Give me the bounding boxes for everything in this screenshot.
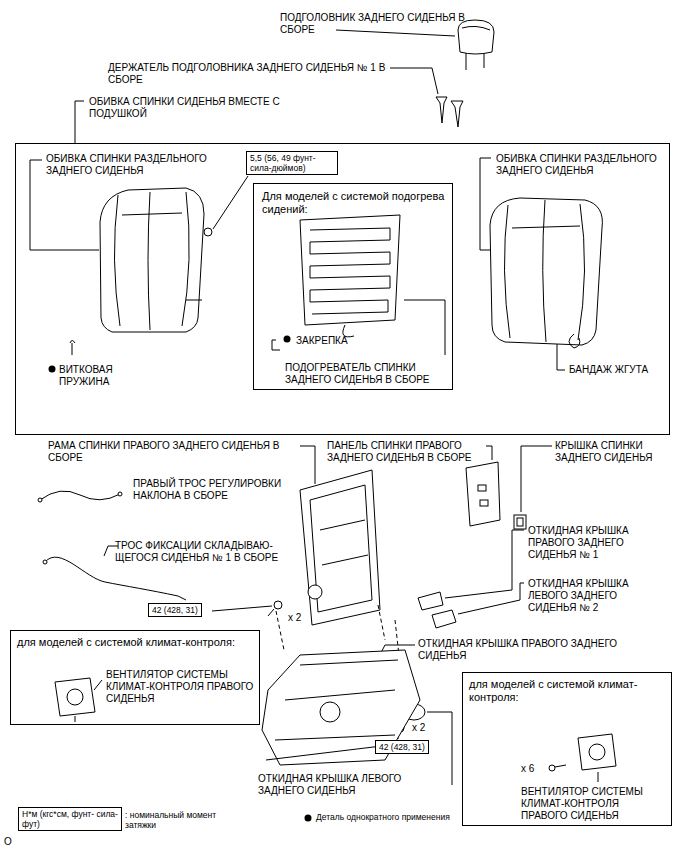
- part-label: ПОДГОЛОВНИК ЗАДНЕГО СИДЕНЬЯ В СБОРЕ: [280, 12, 475, 36]
- part-label: ВЕНТИЛЯТОР СИСТЕМЫ КЛИМАТ-КОНТРОЛЯ ПРАВО…: [106, 669, 256, 705]
- quantity-mark: x 2: [412, 722, 442, 734]
- part-label: ОТКИДНАЯ КРЫШКА ЛЕВОГО ЗАДНЕГО СИДЕНЬЯ №…: [528, 578, 658, 614]
- legend-text: Деталь однократного применения: [316, 812, 456, 822]
- headrest: [458, 20, 494, 70]
- blower-left: [55, 678, 95, 722]
- box-heading: 42 (428, 31): [152, 605, 198, 615]
- part-label: ОТКИДНАЯ КРЫШКА ПРАВОГО ЗАДНЕГО СИДЕНЬЯ …: [528, 525, 658, 561]
- legend-bullet: [305, 815, 312, 822]
- box-heading: Н*м (кгс*см, фунт- сила-фут): [22, 809, 118, 829]
- part-label: x 6: [521, 763, 551, 775]
- part-label: ПРАВЫЙ ТРОС РЕГУЛИРОВКИ НАКЛОНА В СБОРЕ: [133, 478, 313, 502]
- part-label: ТРОС ФИКСАЦИИ СКЛАДЫВАЮ- ЩЕГОСЯ СИДЕНЬЯ …: [115, 540, 305, 564]
- fold-lock-cable: [43, 557, 186, 600]
- box-heading: Для моделей с системой подогрева сидений…: [262, 190, 447, 216]
- seatback-frame: [300, 470, 380, 625]
- box-heading: 5,5 (56, 49 фунт- сила-дюймов): [250, 153, 334, 173]
- box-heading: для моделей с системой климат-контроля:: [17, 636, 252, 649]
- part-label: ПОДОГРЕВАТЕЛЬ СПИНКИ ЗАДНЕГО СИДЕНЬЯ В С…: [285, 362, 450, 386]
- part-label: БАНДАЖ ЖГУТА: [569, 364, 649, 376]
- part-label: ОТКИДНАЯ КРЫШКА ПРАВОГО ЗАДНЕГО СИДЕНЬЯ: [418, 638, 663, 662]
- clip: [272, 336, 291, 351]
- part-label: ОБИВКА СПИНКИ РАЗДЕЛЬНОГО ЗАДНЕГО СИДЕНЬ…: [46, 153, 226, 177]
- blower-right: [549, 734, 616, 771]
- box-heading: ОБИВКА СПИНКИ СИДЕНЬЯ ВМЕСТЕ С ПОДУШКОЙ: [89, 96, 289, 120]
- seatback-cover-right: [490, 198, 602, 345]
- seatback-panel: [466, 462, 500, 526]
- torque-box: Н*м (кгс*см, фунт- сила-фут): [18, 807, 122, 831]
- part-label: ВИТКОВАЯ ПРУЖИНА: [59, 364, 139, 388]
- group-box: для моделей с системой климат-контроля: В…: [10, 630, 260, 725]
- group-box: Для моделей с системой подогрева сидений…: [253, 183, 453, 390]
- harness-tie: [569, 334, 580, 348]
- seatback-cover-left: [100, 188, 212, 332]
- part-label: ОТКИДНАЯ КРЫШКА ЛЕВОГО ЗАДНЕГО СИДЕНЬЯ: [258, 773, 448, 797]
- part-label: РАМА СПИНКИ ПРАВОГО ЗАДНЕГО СИДЕНЬЯ В СБ…: [48, 440, 303, 464]
- group-box: ОБИВКА СПИНКИ СИДЕНЬЯ ВМЕСТЕ С ПОДУШКОЙО…: [15, 143, 670, 435]
- recliner-cable: [38, 491, 122, 502]
- box-heading: 42 (428, 31): [379, 742, 425, 752]
- seatback-cover: [514, 515, 526, 529]
- part-label: O: [4, 836, 24, 848]
- part-label: ОБИВКА СПИНКИ РАЗДЕЛЬНОГО ЗАДНЕГО СИДЕНЬ…: [496, 153, 668, 177]
- torque-box: 5,5 (56, 49 фунт- сила-дюймов): [246, 151, 338, 175]
- seatback-heater: [300, 215, 400, 337]
- quantity-mark: x 2: [288, 612, 318, 624]
- torque-box: 42 (428, 31): [148, 603, 202, 617]
- part-label: ДЕРЖАТЕЛЬ ПОДГОЛОВНИКА ЗАДНЕГО СИДЕНЬЯ №…: [108, 62, 418, 86]
- headrest-guides: [436, 97, 463, 127]
- box-heading: для моделей с системой климат-контроля:: [469, 678, 664, 704]
- part-label: КРЫШКА СПИНКИ ЗАДНЕГО СИДЕНЬЯ: [555, 440, 680, 464]
- torque-box: 42 (428, 31): [375, 740, 429, 754]
- part-label: : номинальный момент затяжки: [125, 810, 225, 830]
- part-label: ВЕНТИЛЯТОР СИСТЕМЫ КЛИМАТ-КОНТРОЛЯ ПРАВО…: [521, 786, 666, 822]
- group-box: для моделей с системой климат-контроля: x…: [462, 672, 672, 826]
- part-label: ПАНЕЛЬ СПИНКИ ПРАВОГО ЗАДНЕГО СИДЕНЬЯ В …: [327, 440, 482, 464]
- part-label: ЗАКРЕПКА: [296, 335, 376, 347]
